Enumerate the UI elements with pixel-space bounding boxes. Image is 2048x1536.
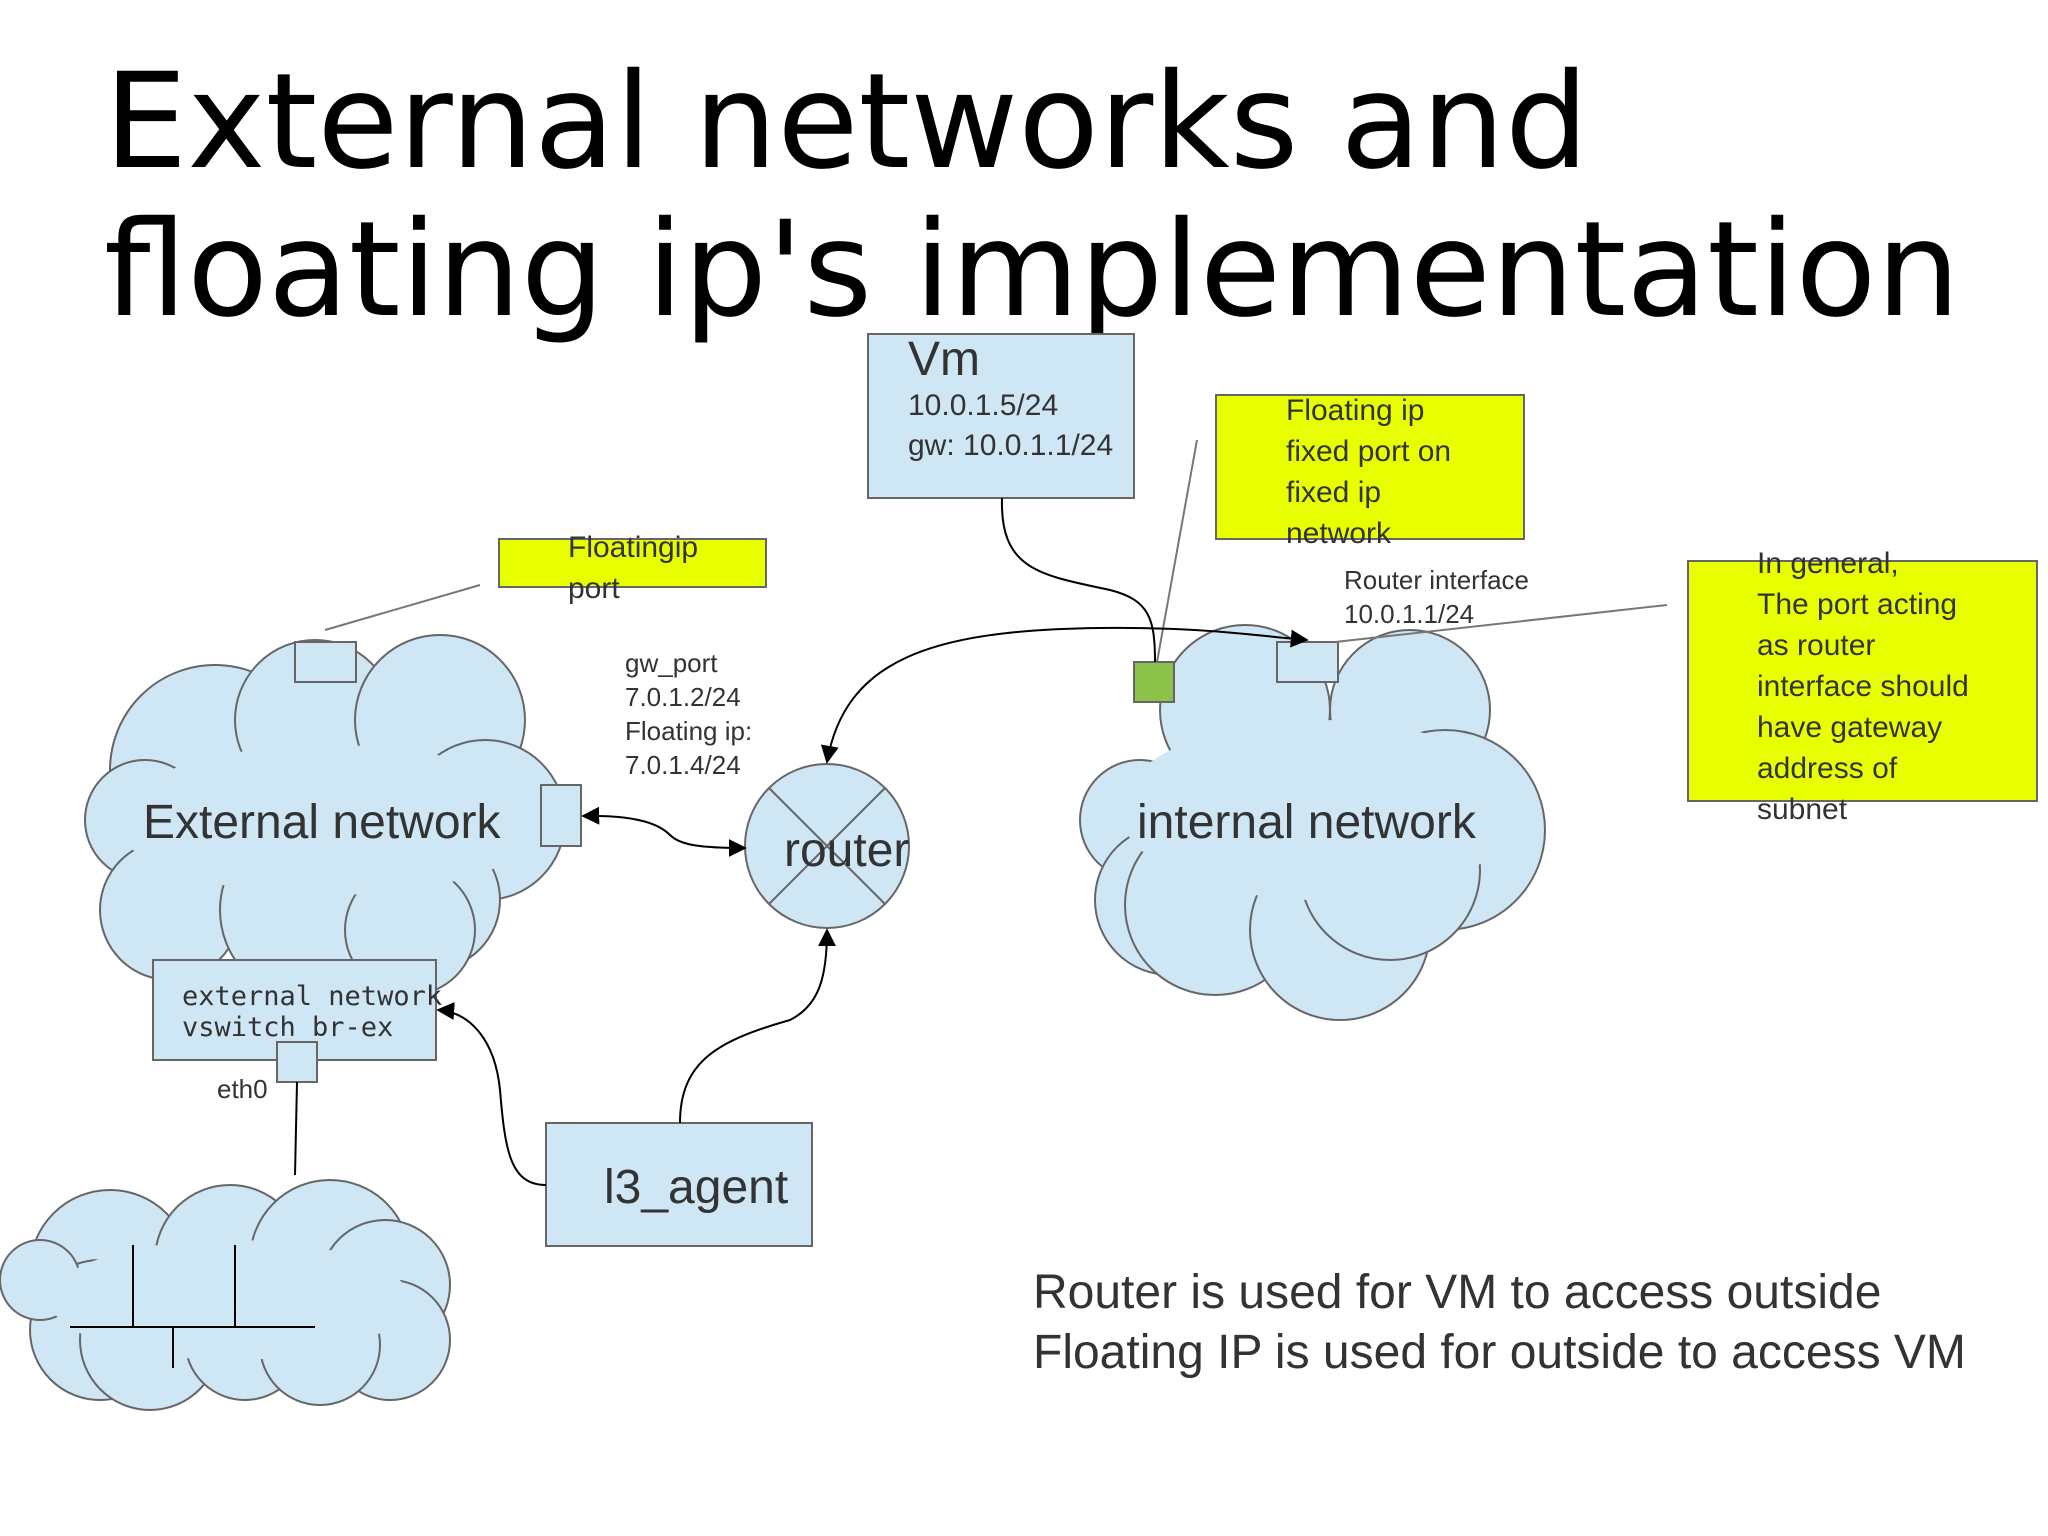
note-line-7: subnet <box>1757 793 1848 826</box>
note-line-2: The port acting <box>1757 588 1958 621</box>
eth0-port <box>276 1041 318 1083</box>
physical-network-cloud <box>0 1179 451 1411</box>
internal-network-cloud <box>1079 624 1546 1021</box>
vm-label: Vm 10.0.1.5/24 gw: 10.0.1.1/24 <box>908 334 1113 466</box>
fixed-port-line-3: fixed ip <box>1286 476 1382 509</box>
vm-to-port-link <box>1000 497 1156 663</box>
fixed-port-label: Floating ip fixed port on fixed ip netwo… <box>1286 390 1451 554</box>
note-line-4: interface should <box>1757 670 1969 703</box>
note-line-3: as router <box>1757 629 1876 662</box>
vm-box <box>867 333 1135 499</box>
vswitch-line-2: vswitch br-ex <box>182 1012 394 1043</box>
gw-port <box>540 784 582 847</box>
router-interface-label: Router interface 10.0.1.1/24 <box>1344 563 1529 631</box>
l3agent-to-router-link <box>679 928 836 1124</box>
external-network-cloud <box>84 634 566 1001</box>
gw-port-label: gw_port 7.0.1.2/24 Floating ip: 7.0.1.4/… <box>625 646 752 782</box>
router-interface-note <box>1687 560 2038 802</box>
l3-agent-label: l3_agent <box>604 1161 789 1214</box>
router-interface-line-2: 10.0.1.1/24 <box>1344 599 1475 629</box>
fixed-port-note <box>1215 394 1525 540</box>
external-network-label: External network <box>143 796 501 849</box>
gw-port-line-4: 7.0.1.4/24 <box>625 750 741 780</box>
internal-network-label: internal network <box>1137 796 1476 849</box>
title-line-2: floating ip's implementation <box>104 193 1960 347</box>
vswitch-label: external network vswitch br-ex <box>182 981 442 1043</box>
gwport-to-router-link <box>581 806 747 857</box>
title-line-1: External networks and <box>104 45 1589 199</box>
footer-line-1: Router is used for VM to access outside <box>1033 1266 1882 1319</box>
vswitch-line-1: external network <box>182 981 443 1012</box>
router-to-interface-link <box>820 626 1309 764</box>
router-interface-line-1: Router interface <box>1344 565 1529 595</box>
vm-gateway: gw: 10.0.1.1/24 <box>908 429 1114 462</box>
gw-port-line-1: gw_port <box>625 648 718 678</box>
vswitch-box <box>152 959 437 1061</box>
floatingip-port-note <box>498 538 767 588</box>
vm-ip: 10.0.1.5/24 <box>908 389 1059 422</box>
router-interface-note-label: In general, The port acting as router in… <box>1757 543 1969 830</box>
vm-name: Vm <box>908 333 980 386</box>
l3-agent-box <box>545 1122 813 1247</box>
gw-port-line-2: 7.0.1.2/24 <box>625 682 741 712</box>
floatingip-port-label: Floatingip port <box>568 527 698 609</box>
floatingip-port-line-2: port <box>568 572 620 605</box>
fixed-port-line-4: network <box>1286 517 1392 550</box>
slide-title: External networks and floating ip's impl… <box>104 48 1960 344</box>
note-line-6: address of <box>1757 752 1898 785</box>
connectors <box>436 497 1309 1186</box>
router-interface-port <box>1276 641 1339 683</box>
footer-text: Router is used for VM to access outside … <box>1033 1263 1966 1383</box>
external-port <box>294 641 357 683</box>
router-icon <box>744 763 910 929</box>
fixed-port-line-2: fixed port on <box>1286 435 1452 468</box>
vm-fixed-port <box>1133 661 1175 703</box>
eth0-link <box>294 1081 298 1176</box>
floatingip-port-line-1: Floatingip <box>568 531 699 564</box>
note-line-1: In general, <box>1757 547 1899 580</box>
fixed-port-line-1: Floating ip <box>1286 394 1425 427</box>
footer-line-2: Floating IP is used for outside to acces… <box>1033 1326 1966 1379</box>
lan-topology-icon <box>70 1245 315 1368</box>
callout-lines <box>324 439 1668 663</box>
eth0-label: eth0 <box>217 1074 268 1104</box>
note-line-5: have gateway <box>1757 711 1943 744</box>
l3agent-to-vswitch-link <box>436 1002 547 1186</box>
gw-port-line-3: Floating ip: <box>625 716 753 746</box>
router-label: router <box>784 824 910 877</box>
